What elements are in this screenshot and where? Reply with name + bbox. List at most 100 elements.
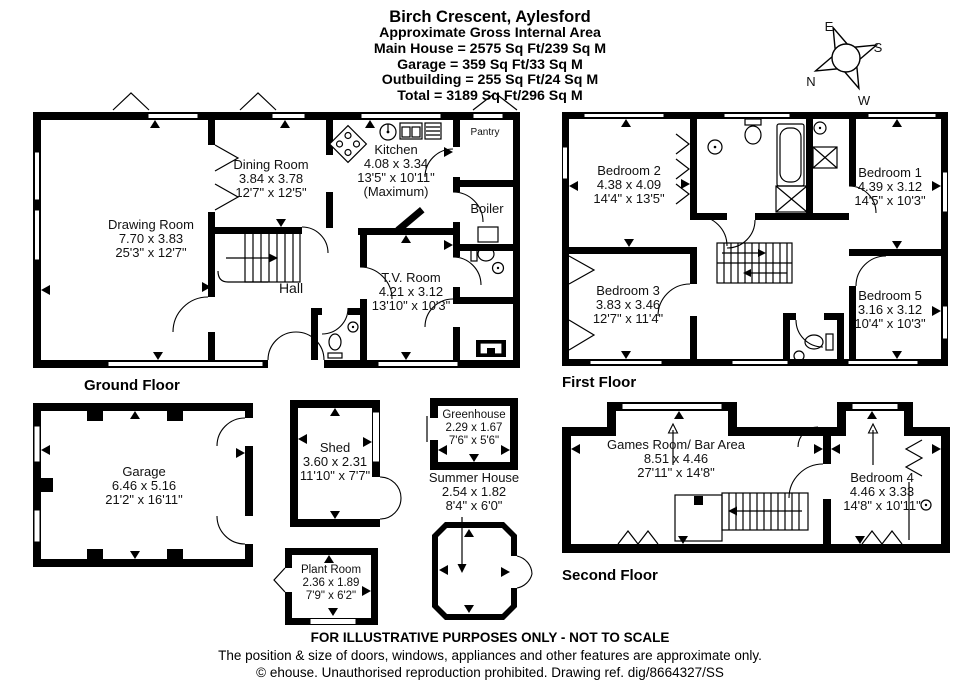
hall-name: Hall	[279, 280, 303, 296]
first-floor-markers	[569, 119, 941, 359]
shed-name: Shed	[320, 440, 350, 455]
bedroom-3-name: Bedroom 3	[596, 283, 660, 298]
greenhouse-plan: Greenhouse 2.29 x 1.67 7'6" x 5'6"	[426, 398, 518, 470]
header-garage-area: Garage = 359 Sq Ft/33 Sq M	[397, 56, 583, 73]
dining-room-name: Dining Room	[233, 157, 308, 172]
compass-north-label: N	[806, 74, 815, 89]
first-floor-windows	[562, 113, 948, 365]
room-label-bedroom-5: Bedroom 5 3.16 x 3.12 10'4" x 10'3"	[854, 288, 926, 331]
tv-room-name: T.V. Room	[381, 270, 441, 285]
summer-house-walls	[432, 522, 517, 620]
bedroom-1-metric: 4.39 x 3.12	[858, 179, 922, 194]
first-floor-doors	[568, 133, 887, 351]
dining-room-imperial: 12'7" x 12'5"	[235, 185, 307, 200]
pantry-name: Pantry	[471, 127, 500, 138]
room-label-plant-room: Plant Room 2.36 x 1.89 7'9" x 6'2"	[301, 564, 361, 602]
shed-walls	[290, 400, 380, 527]
summer-house-name: Summer House	[429, 470, 519, 485]
greenhouse-imperial: 7'6" x 5'6"	[449, 435, 499, 447]
plant-room-metric: 2.36 x 1.89	[303, 577, 360, 589]
room-label-garage: Garage 6.46 x 5.16 21'2" x 16'11"	[105, 464, 183, 507]
ground-floor-markers	[41, 120, 453, 360]
garage-markers	[41, 411, 245, 559]
room-label-drawing-room: Drawing Room 7.70 x 3.83 25'3" x 12'7"	[108, 217, 194, 260]
greenhouse-name: Greenhouse	[442, 409, 505, 421]
summer-house-plan: Summer House 2.54 x 1.82 8'4" x 6'0"	[429, 470, 533, 620]
bedroom-5-name: Bedroom 5	[858, 288, 922, 303]
bedroom-2-imperial: 14'4" x 13'5"	[593, 191, 665, 206]
summer-house-markers	[439, 529, 510, 613]
bedroom-3-imperial: 12'7" x 11'4"	[593, 311, 664, 326]
room-label-greenhouse: Greenhouse 2.29 x 1.67 7'6" x 5'6"	[442, 409, 505, 447]
second-floor-markers	[571, 411, 941, 544]
bedroom-2-metric: 4.38 x 4.09	[597, 177, 661, 192]
ground-floor-plan: Drawing Room 7.70 x 3.83 25'3" x 12'7" D…	[33, 92, 520, 368]
ground-floor-doors	[172, 144, 484, 368]
second-floor-title: Second Floor	[562, 567, 658, 584]
bedroom-4-name: Bedroom 4	[850, 470, 914, 485]
room-label-bedroom-3: Bedroom 3 3.83 x 3.46 12'7" x 11'4"	[593, 283, 664, 326]
utility-fixtures	[327, 226, 506, 359]
kitchen-name: Kitchen	[374, 142, 417, 157]
tv-room-imperial: 13'10" x 10'3"	[372, 298, 451, 313]
ground-floor-title: Ground Floor	[84, 377, 180, 394]
bedroom-5-metric: 3.16 x 3.12	[858, 302, 922, 317]
boiler-name: Boiler	[470, 201, 504, 216]
bedroom-4-metric: 4.46 x 3.33	[850, 484, 914, 499]
compass-star	[813, 25, 879, 91]
compass-east-label: E	[825, 19, 834, 34]
dining-room-metric: 3.84 x 3.78	[239, 171, 303, 186]
room-label-bedroom-1: Bedroom 1 4.39 x 3.12 14'5" x 10'3"	[854, 165, 926, 208]
first-floor-plan: Bedroom 2 4.38 x 4.09 14'4" x 13'5" Bedr…	[562, 112, 948, 366]
summer-house-imperial: 8'4" x 6'0"	[446, 498, 503, 513]
garage-imperial: 21'2" x 16'11"	[105, 492, 183, 507]
kitchen-note: (Maximum)	[364, 184, 429, 199]
staircase	[716, 242, 793, 284]
bedroom-5-imperial: 10'4" x 10'3"	[854, 316, 926, 331]
plant-room-plan: Plant Room 2.36 x 1.89 7'9" x 6'2"	[273, 548, 378, 625]
room-label-bedroom-4: Bedroom 4 4.46 x 3.33 14'8" x 10'11"	[843, 470, 921, 513]
tv-room-metric: 4.21 x 3.12	[379, 284, 443, 299]
room-label-bedroom-2: Bedroom 2 4.38 x 4.09 14'4" x 13'5"	[593, 163, 665, 206]
second-floor-walls	[562, 402, 950, 553]
kitchen-fixtures	[328, 122, 442, 164]
header-outbuilding-area: Outbuilding = 255 Sq Ft/24 Sq M	[381, 72, 599, 89]
garage-metric: 6.46 x 5.16	[112, 478, 176, 493]
compass-south-label: S	[874, 40, 883, 55]
footer-disclaimer-bold: FOR ILLUSTRATIVE PURPOSES ONLY - NOT TO …	[310, 630, 670, 645]
room-label-dining-room: Dining Room 3.84 x 3.78 12'7" x 12'5"	[233, 157, 308, 200]
plant-room-markers	[324, 555, 371, 616]
footer-disclaimer: The position & size of doors, windows, a…	[218, 647, 762, 663]
header-subtitle: Approximate Gross Internal Area	[379, 25, 601, 41]
room-label-tv-room: T.V. Room 4.21 x 3.12 13'10" x 10'3"	[372, 270, 451, 313]
room-label-kitchen: Kitchen 4.08 x 3.34 13'5" x 10'11" (Maxi…	[357, 142, 435, 199]
greenhouse-markers	[438, 445, 510, 462]
header-main-house-area: Main House = 2575 Sq Ft/239 Sq M	[373, 40, 607, 57]
first-floor-title: First Floor	[562, 374, 637, 391]
garage-plan: Garage 6.46 x 5.16 21'2" x 16'11"	[33, 403, 253, 567]
drawing-room-imperial: 25'3" x 12'7"	[115, 245, 187, 260]
games-room-metric: 8.51 x 4.46	[644, 451, 708, 466]
bedroom-1-name: Bedroom 1	[858, 165, 922, 180]
compass-icon: E S N W	[806, 19, 883, 108]
staircase	[217, 231, 301, 283]
room-label-shed: Shed 3.60 x 2.31 11'10" x 7'7"	[300, 440, 371, 483]
ground-floor-bay-marks	[112, 92, 518, 111]
summer-house-metric: 2.54 x 1.82	[442, 484, 506, 499]
bedroom-1-imperial: 14'5" x 10'3"	[854, 193, 926, 208]
games-room-imperial: 27'11" x 14'8"	[637, 465, 715, 480]
ground-floor-windows	[34, 113, 504, 367]
second-floor-windows	[621, 403, 899, 410]
kitchen-imperial: 13'5" x 10'11"	[357, 170, 435, 185]
drawing-room-metric: 7.70 x 3.83	[119, 231, 183, 246]
kitchen-metric: 4.08 x 3.34	[364, 156, 428, 171]
second-floor-interior	[617, 422, 932, 553]
room-label-games-room: Games Room/ Bar Area 8.51 x 4.46 27'11" …	[607, 437, 746, 480]
greenhouse-metric: 2.29 x 1.67	[446, 422, 503, 434]
plant-room-name: Plant Room	[301, 564, 361, 576]
bedroom-2-name: Bedroom 2	[597, 163, 661, 178]
shed-imperial: 11'10" x 7'7"	[300, 468, 371, 483]
footer-copyright: © ehouse. Unauthorised reproduction proh…	[256, 665, 724, 680]
plant-room-imperial: 7'9" x 6'2"	[306, 590, 356, 602]
bathroom-fixtures	[707, 118, 838, 362]
